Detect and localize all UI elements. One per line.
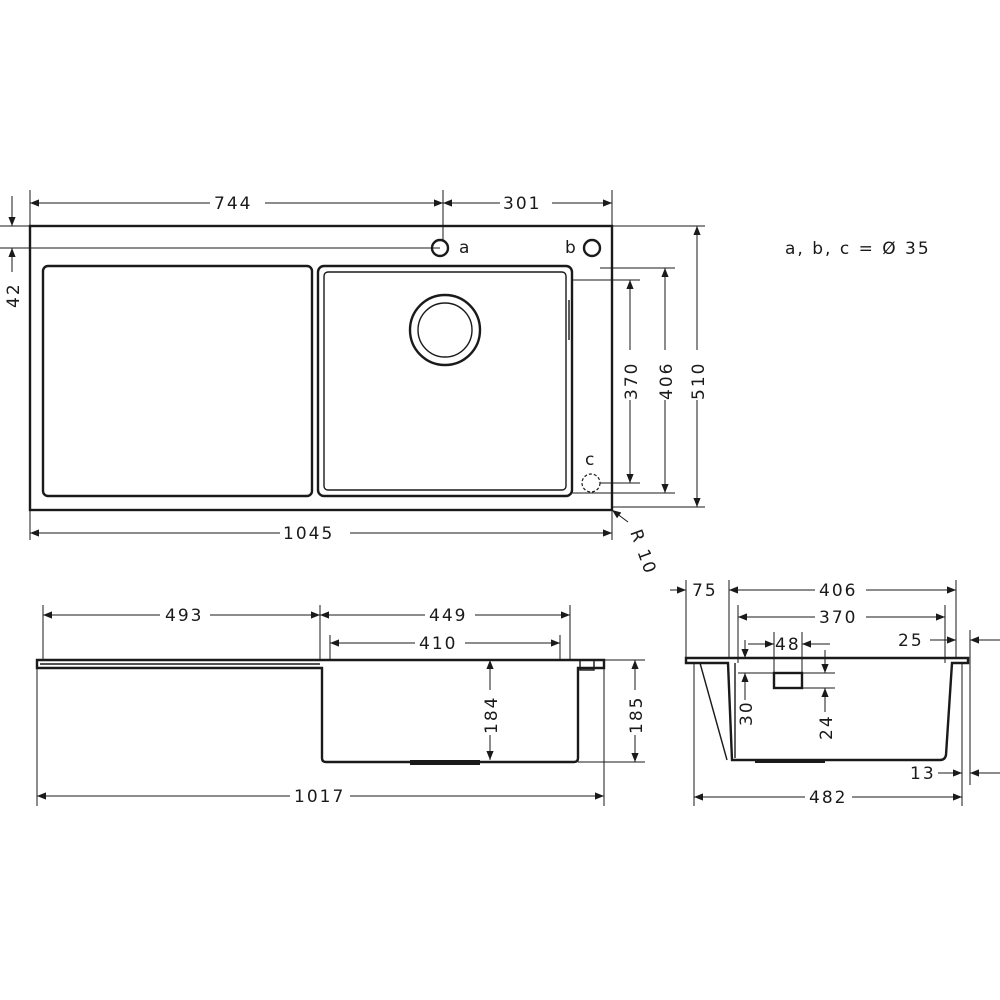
dim-449: 449: [429, 606, 467, 626]
side-profile: [684, 656, 970, 762]
dim-1045: 1045: [283, 524, 334, 544]
front-view: 493 449 410 184 185 1017: [35, 605, 647, 807]
overflow-box: [772, 671, 804, 690]
dim-482: 482: [809, 788, 847, 808]
dim-30: 30: [737, 700, 757, 726]
side-view: 75 406 370 48 25 30 24 13 482: [670, 580, 1000, 808]
hole-c-label: c: [585, 450, 596, 470]
sink-outline: [28, 224, 614, 512]
dim-510: 510: [689, 362, 709, 400]
bowl-inner: [323, 271, 567, 491]
hole-a-label: a: [459, 238, 471, 258]
dim-406-side: 406: [819, 581, 857, 601]
dim-301: 301: [503, 194, 541, 214]
dim-185: 185: [627, 696, 647, 734]
dim-75: 75: [692, 581, 718, 601]
hole-b-label: b: [565, 238, 578, 258]
dim-410: 410: [419, 634, 457, 654]
tap-hole-c-icon: [581, 473, 601, 493]
drainboard: [41, 264, 314, 498]
dim-13: 13: [910, 764, 936, 784]
dim-24: 24: [817, 714, 837, 740]
dim-1017: 1017: [294, 787, 345, 807]
bowl-outline: [316, 264, 574, 498]
dim-406: 406: [657, 362, 677, 400]
drain-outer-icon: [408, 293, 482, 367]
drain-inner-icon: [417, 302, 473, 358]
dim-42: 42: [4, 282, 24, 308]
front-drain: [410, 760, 480, 765]
hole-diameter-note: a, b, c = Ø 35: [785, 239, 931, 259]
tap-hole-b-icon: [582, 238, 602, 258]
dim-370: 370: [622, 362, 642, 400]
dim-370-side: 370: [819, 608, 857, 628]
dim-744: 744: [214, 194, 252, 214]
front-profile: [35, 658, 606, 764]
dim-184: 184: [482, 696, 502, 734]
dim-48: 48: [775, 635, 801, 655]
radius-label: R 10: [625, 527, 660, 578]
top-view: a b c 744 301 42 370 406 510: [0, 190, 931, 578]
dim-25: 25: [898, 631, 924, 651]
dim-493: 493: [165, 606, 203, 626]
